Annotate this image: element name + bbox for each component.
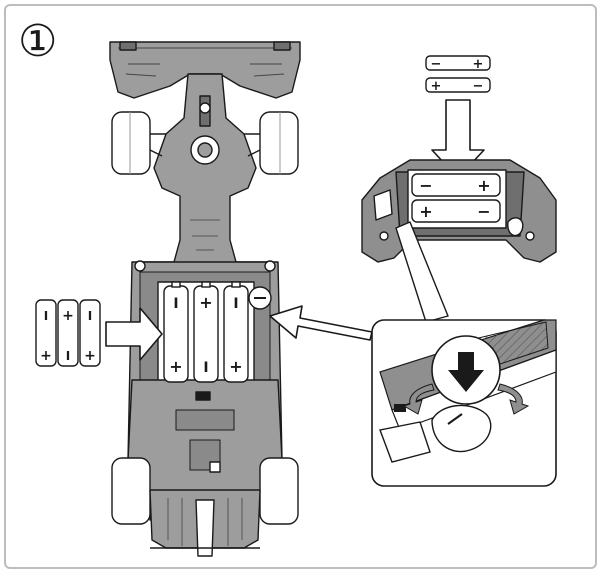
svg-text:+: + <box>419 202 432 221</box>
svg-text:−: − <box>419 176 432 195</box>
callout-connector <box>395 221 449 323</box>
battery-icon: + I <box>57 299 79 367</box>
battery-icon: + − <box>425 77 491 94</box>
svg-text:−: − <box>473 79 484 94</box>
svg-text:+: + <box>40 348 52 364</box>
svg-text:−: − <box>431 57 442 72</box>
battery-icon: + I <box>193 281 219 383</box>
battery-icon: I + <box>163 281 189 383</box>
svg-text:+: + <box>473 57 484 72</box>
svg-text:I: I <box>66 349 70 363</box>
svg-text:+: + <box>169 357 182 376</box>
svg-text:+: + <box>62 308 74 324</box>
loose-batteries: I + + I I + <box>35 299 101 367</box>
battery-icon: I + <box>79 299 101 367</box>
rotate-arrow-icon <box>497 383 530 415</box>
svg-text:−: − <box>477 202 490 221</box>
svg-text:I: I <box>173 296 178 312</box>
down-arrow-icon <box>448 352 484 392</box>
battery-icon: I + <box>35 299 57 367</box>
svg-text:+: + <box>199 293 212 312</box>
remote-batteries: − + + − <box>425 55 491 94</box>
svg-text:+: + <box>477 176 490 195</box>
installed-batteries: I + + I I + <box>163 281 249 383</box>
svg-text:I: I <box>203 360 208 376</box>
step-number: ① <box>18 16 58 67</box>
arrow-icon <box>269 305 373 341</box>
detail-callout <box>371 319 557 487</box>
battery-icon: I + <box>223 281 249 383</box>
svg-text:I: I <box>233 296 238 312</box>
svg-text:+: + <box>229 357 242 376</box>
illustration-frame <box>4 4 597 569</box>
svg-text:I: I <box>44 309 48 323</box>
svg-text:+: + <box>84 348 96 364</box>
battery-icon: − + <box>425 55 491 72</box>
svg-text:I: I <box>88 309 92 323</box>
arrow-icon <box>105 307 163 361</box>
rotate-arrow-icon <box>402 383 435 415</box>
svg-text:+: + <box>431 79 442 94</box>
remote-controller-icon: − + + − <box>361 159 557 263</box>
